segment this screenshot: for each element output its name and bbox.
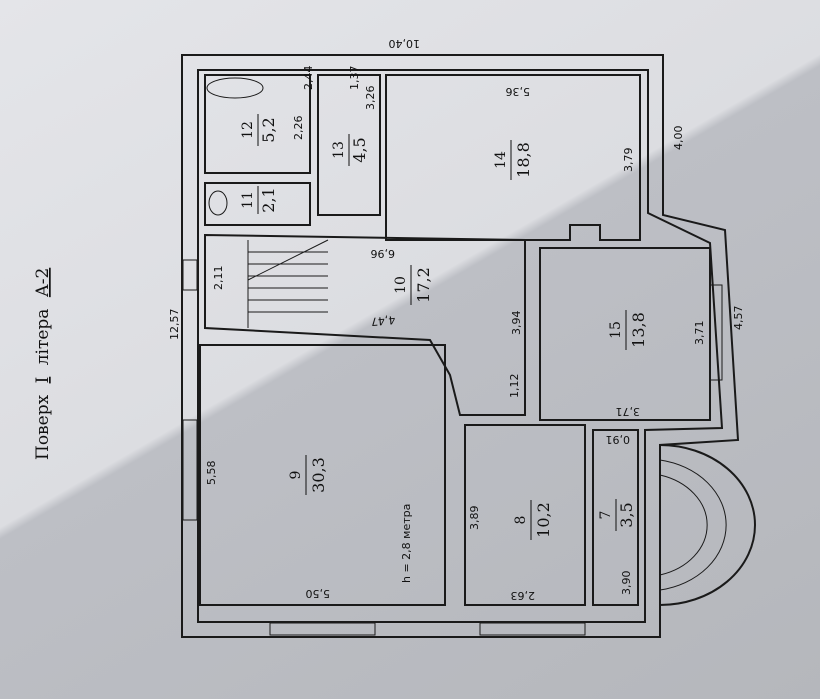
toilet-icon [208, 190, 228, 216]
dim-10-0: 6,96 [371, 247, 396, 260]
room-13-area: 4,5 [350, 137, 369, 162]
litera-value: А-2 [33, 268, 53, 297]
room-8-area: 10,2 [534, 502, 553, 538]
dim-7-1: 0,91 [606, 433, 631, 446]
dim-7-0: 3,90 [620, 571, 633, 596]
room-10-number: 10 [393, 276, 409, 294]
room-14-area: 18,8 [514, 142, 533, 178]
dim-9-0: 5,58 [205, 461, 218, 486]
dim-15-0: 3,71 [616, 405, 641, 418]
room-12-number: 12 [240, 121, 256, 139]
svg-text:Поверх I літера: Поверх I літера А-2 [33, 268, 53, 460]
floor-number: I [33, 377, 53, 384]
dim-12-1: 2,26 [292, 116, 305, 141]
dim-9-1: 5,50 [306, 587, 331, 600]
dim-13-0: 1,37 [348, 66, 361, 91]
bathtub-icon [206, 77, 264, 99]
room-7-area: 3,5 [617, 502, 636, 527]
room-9-area: 30,3 [309, 457, 328, 493]
floor-label: Поверх [33, 394, 53, 460]
room-9-note: h = 2,8 метра [400, 504, 413, 583]
room-10-area: 17,2 [414, 267, 433, 303]
dim-12-0: 2,44 [302, 66, 315, 91]
right-upper-height: 4,00 [672, 126, 685, 151]
room-9-number: 9 [288, 471, 304, 480]
dim-15-1: 3,71 [693, 321, 706, 346]
room-14-number: 14 [493, 151, 509, 169]
dim-10-2: 3,94 [510, 311, 523, 336]
room-8-number: 8 [513, 516, 529, 525]
staircase [247, 239, 329, 328]
room-labels: 9 30,3 8 10,2 7 3,5 10 17,2 15 13,8 11 2… [240, 114, 648, 540]
room-11-number: 11 [240, 191, 256, 209]
litera-label: літера [33, 309, 53, 366]
semicircular-porch [659, 444, 756, 606]
outer-walls [181, 54, 740, 638]
room-11-area: 2,1 [259, 187, 278, 212]
dim-8-0: 3,89 [468, 506, 481, 531]
dim-10-1: 2,11 [212, 266, 225, 291]
right-height: 4,57 [732, 306, 745, 331]
room-walls [199, 74, 711, 606]
room-7-number: 7 [598, 511, 614, 520]
dim-13-1: 3,26 [364, 86, 377, 111]
dim-14-1: 3,79 [622, 148, 635, 173]
dim-14-0: 5,36 [506, 85, 531, 98]
room-dimensions: 5,58 5,50 4,47 h = 2,8 метра 3,89 2,63 1… [205, 66, 706, 603]
room-15-number: 15 [608, 321, 624, 339]
windows [182, 259, 723, 636]
header: Поверх I літера А-2 [33, 268, 53, 460]
overall-height: 12,57 [168, 309, 181, 341]
overall-width: 10,40 [389, 37, 421, 50]
dim-8-1: 2,63 [511, 589, 536, 602]
dim-8-2: 1,12 [508, 374, 521, 399]
room-13-number: 13 [331, 141, 347, 159]
room-12-area: 5,2 [259, 117, 278, 142]
room-15-area: 13,8 [629, 312, 648, 348]
dim-9-2: 4,47 [370, 313, 396, 328]
